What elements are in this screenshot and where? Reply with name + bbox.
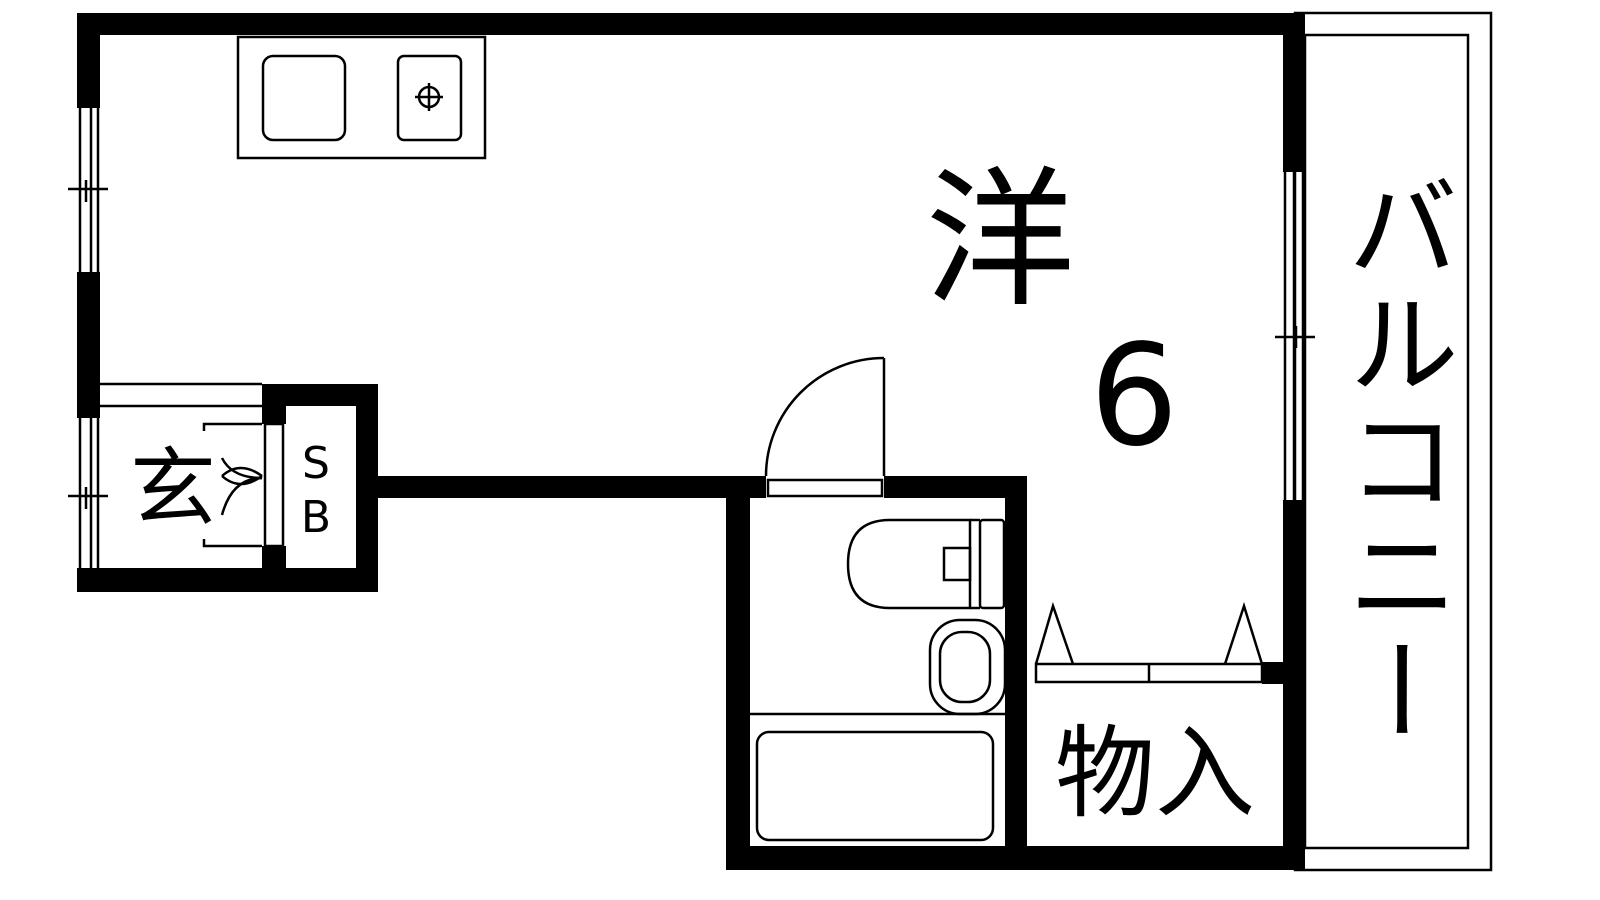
shoebox-right-wall: [356, 384, 378, 592]
partition-wall-right: [884, 476, 1027, 498]
left-wall-upper: [77, 13, 100, 108]
bathroom-left-wall: [726, 476, 750, 870]
shoebox-left-wall-bottom: [262, 546, 286, 592]
stove: [396, 54, 463, 142]
sink: [261, 54, 347, 142]
shoebox-left-wall-top: [262, 384, 286, 424]
entrance-bottom-wall: [77, 568, 378, 592]
shoe-box-s: S: [302, 438, 330, 489]
top-wall: [77, 13, 1305, 35]
left-wall-middle: [77, 272, 100, 418]
storage-wall-stub: [1262, 662, 1283, 684]
western-room-label: 洋: [925, 154, 1075, 328]
toilet: [846, 518, 1006, 610]
bathroom-right-wall: [1005, 476, 1027, 870]
room-door: [764, 356, 886, 498]
washbasin: [928, 618, 1007, 716]
balcony-label: バルコニー: [1328, 170, 1458, 750]
entrance-label: 玄: [130, 439, 216, 539]
balcony: [1293, 11, 1493, 872]
storage-doors: [1034, 601, 1264, 684]
bathtub: [750, 712, 1005, 842]
kitchen-counter: [236, 35, 487, 160]
shoe-box-b: B: [301, 492, 331, 543]
storage-label: 物入: [1055, 715, 1255, 832]
entrance-step: [100, 382, 285, 548]
shoebox-top-wall: [262, 384, 378, 406]
partition-wall-left: [378, 476, 766, 498]
left-window-lower: [68, 418, 108, 575]
western-room-size: 6: [1089, 315, 1178, 478]
left-window-upper: [68, 108, 108, 272]
